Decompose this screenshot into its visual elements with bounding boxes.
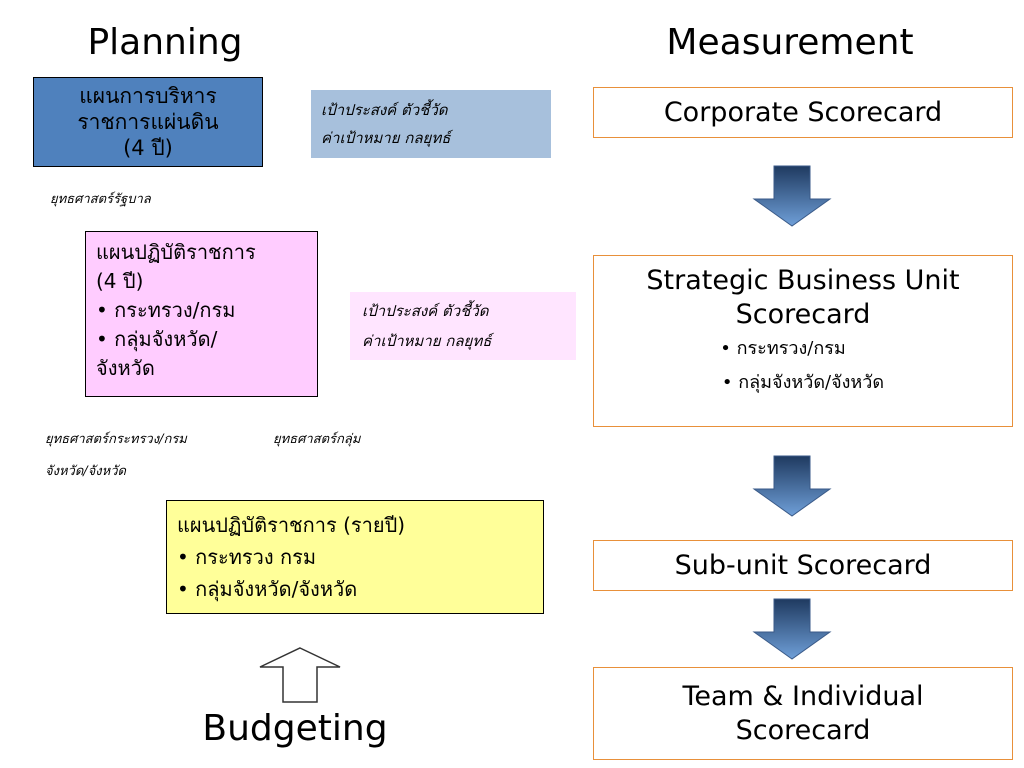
sbu-bullet-province: • กลุ่มจังหวัด/จังหวัด <box>721 372 885 393</box>
annual-plan-bullet1: • กระทรวง กรม <box>177 545 317 569</box>
four-year-plan-box: แผนปฏิบัติราชการ (4 ปี) • กระทรวง/กรม • … <box>85 231 318 397</box>
annual-plan-line1: แผนปฏิบัติราชการ (รายปี) <box>177 513 406 537</box>
national-plan-box: แผนการบริหาร ราชการแผ่นดิน (4 ปี) <box>33 77 263 167</box>
ministry-strategy-note: ยุทธศาสตร์กระทรวง/กรม <box>45 432 187 447</box>
annual-plan-box: แผนปฏิบัติราชการ (รายปี) • กระทรวง กรม •… <box>166 500 544 614</box>
goals-1-line2: ค่าเป้าหมาย กลยุทธ์ <box>321 129 451 147</box>
four-year-plan-line2: (4 ปี) <box>96 269 144 293</box>
goals-box-1: เป้าประสงค์ ตัวชี้วัด ค่าเป้าหมาย กลยุทธ… <box>311 90 551 158</box>
goals-2-line2: ค่าเป้าหมาย กลยุทธ์ <box>362 332 492 350</box>
province-group-strategy-note: ยุทธศาสตร์กลุ่ม <box>273 432 361 447</box>
national-plan-line2: ราชการแผ่นดิน <box>77 110 219 134</box>
goals-box-2: เป้าประสงค์ ตัวชี้วัด ค่าเป้าหมาย กลยุทธ… <box>350 292 576 360</box>
team-scorecard-line1: Team & Individual <box>682 680 924 712</box>
gov-strategy-note: ยุทธศาสตร์รัฐบาล <box>50 192 151 207</box>
province-strategy-note: จังหวัด/จังหวัด <box>45 464 126 479</box>
sbu-scorecard-box: Strategic Business Unit Scorecard • กระท… <box>593 255 1013 427</box>
down-arrow-icon-1 <box>752 165 832 227</box>
sbu-scorecard-line1: Strategic Business Unit <box>646 265 960 296</box>
four-year-plan-bullet2: • กลุ่มจังหวัด/ <box>96 327 218 351</box>
four-year-plan-bullet1: • กระทรวง/กรม <box>96 298 236 322</box>
four-year-plan-bullet2b: จังหวัด <box>96 356 155 380</box>
four-year-plan-line1: แผนปฏิบัติราชการ <box>96 240 256 264</box>
goals-2-line1: เป้าประสงค์ ตัวชี้วัด <box>362 302 489 320</box>
down-arrow-icon-2 <box>752 455 832 517</box>
budgeting-label: Budgeting <box>202 708 388 749</box>
national-plan-line1: แผนการบริหาร <box>79 84 217 108</box>
corporate-scorecard-box: Corporate Scorecard <box>593 87 1013 138</box>
goals-1-line1: เป้าประสงค์ ตัวชี้วัด <box>321 101 448 119</box>
subunit-scorecard-label: Sub-unit Scorecard <box>674 549 932 581</box>
planning-heading: Planning <box>87 22 243 63</box>
corporate-scorecard-label: Corporate Scorecard <box>663 96 943 128</box>
down-arrow-icon-3 <box>752 598 832 660</box>
up-arrow-icon <box>259 647 341 703</box>
subunit-scorecard-box: Sub-unit Scorecard <box>593 540 1013 591</box>
sbu-bullet-ministry: • กระทรวง/กรม <box>720 338 846 359</box>
team-scorecard-box: Team & Individual Scorecard <box>593 667 1013 760</box>
measurement-heading: Measurement <box>666 22 914 63</box>
annual-plan-bullet2: • กลุ่มจังหวัด/จังหวัด <box>177 577 358 601</box>
national-plan-line3: (4 ปี) <box>123 136 173 160</box>
sbu-scorecard-line2: Scorecard <box>735 299 871 330</box>
team-scorecard-line2: Scorecard <box>735 714 871 746</box>
